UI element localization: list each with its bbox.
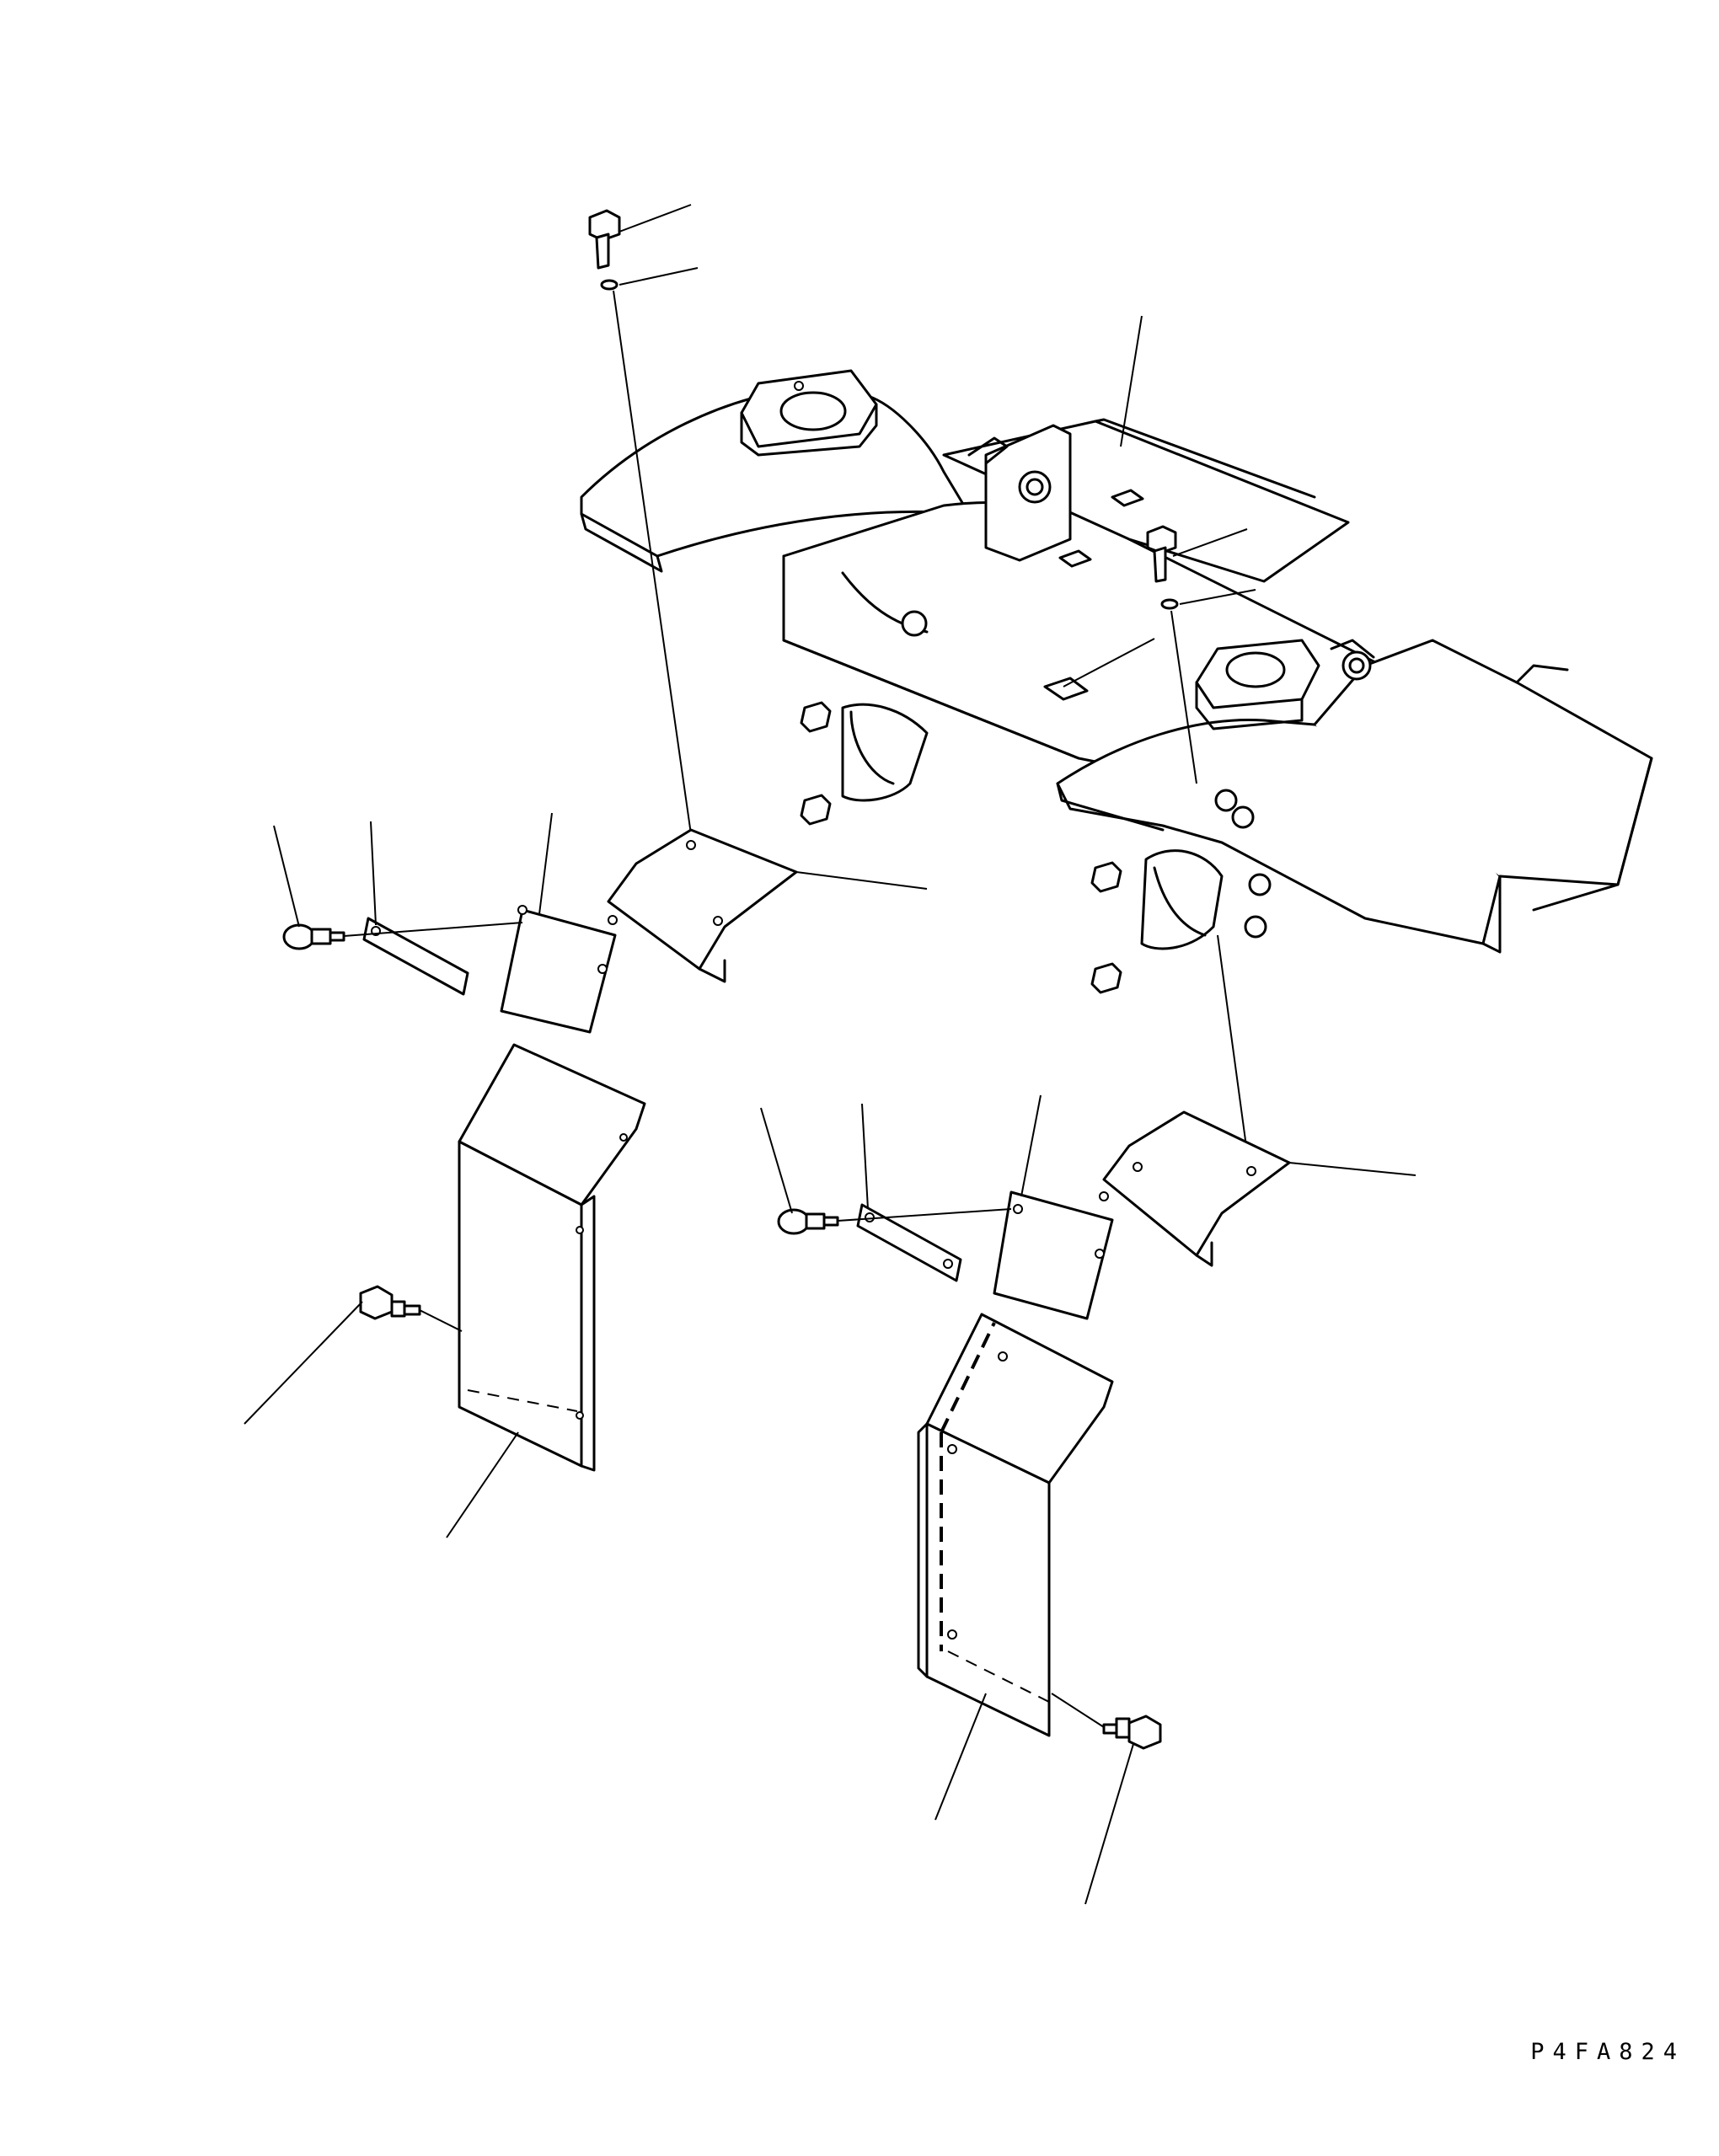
right-pin-bolt xyxy=(777,1208,839,1235)
top-right-bolt xyxy=(1146,525,1177,583)
left-retainer-strip xyxy=(362,917,469,996)
frame-bolts xyxy=(800,701,1272,994)
callout-leaders xyxy=(244,204,1416,1905)
top-right-washer xyxy=(1160,598,1179,610)
frame-assembly xyxy=(580,369,1653,994)
left-mounting-bracket xyxy=(607,828,798,983)
left-mud-flap xyxy=(458,1043,646,1472)
top-left-bolt xyxy=(588,209,621,270)
top-left-washer xyxy=(600,279,619,291)
right-flap-bolt xyxy=(1102,1715,1162,1750)
right-mud-flap xyxy=(917,1313,1114,1737)
drawing-code: P4FA824 xyxy=(1530,2039,1685,2065)
left-rubber-pad xyxy=(500,905,617,1034)
right-rubber-pad xyxy=(993,1190,1114,1320)
left-pin-bolt xyxy=(282,923,345,950)
left-flap-bolt xyxy=(359,1285,421,1320)
right-mounting-bracket xyxy=(1099,1110,1291,1267)
